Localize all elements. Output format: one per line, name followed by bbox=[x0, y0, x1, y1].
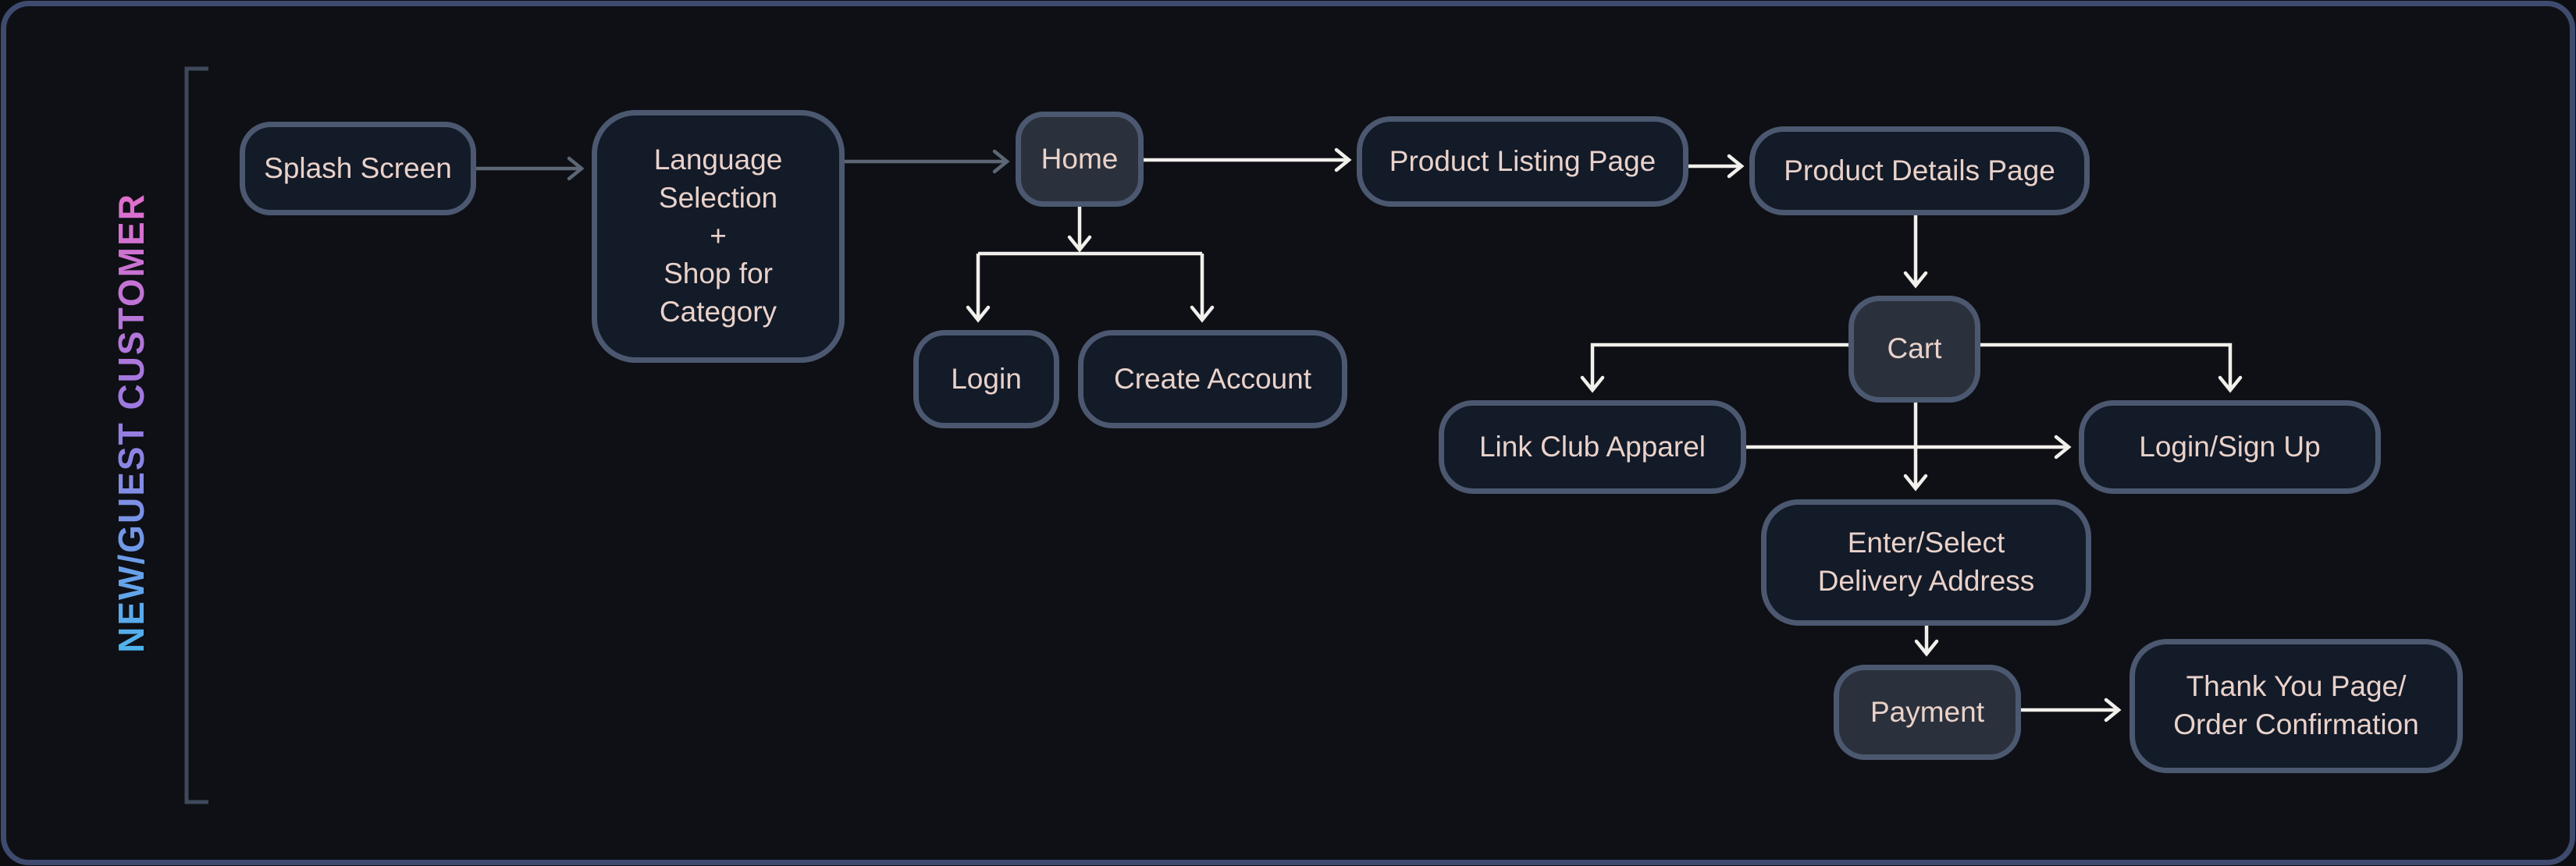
node-label: Language Selection + Shop for Category bbox=[653, 143, 783, 328]
edge-cart-to-login-sign-up bbox=[1980, 342, 2243, 393]
node-thank-you-page[interactable]: Thank You Page/ Order Confirmation bbox=[2129, 639, 2463, 773]
lane-bracket bbox=[184, 66, 208, 804]
node-label: Login bbox=[951, 362, 1022, 395]
node-product-details-page[interactable]: Product Details Page bbox=[1749, 126, 2090, 215]
edge-cart-to-link-club-apparel bbox=[1580, 342, 1848, 393]
node-label: Cart bbox=[1887, 332, 1942, 365]
node-label: Enter/Select Delivery Address bbox=[1817, 527, 2035, 597]
node-label: Link Club Apparel bbox=[1478, 430, 1706, 463]
node-login-sign-up[interactable]: Login/Sign Up bbox=[2079, 400, 2381, 494]
node-home[interactable]: Home bbox=[1016, 112, 1144, 207]
node-language-selection[interactable]: Language Selection + Shop for Category bbox=[592, 110, 845, 363]
node-product-listing-page[interactable]: Product Listing Page bbox=[1357, 116, 1688, 207]
node-link-club-apparel[interactable]: Link Club Apparel bbox=[1439, 400, 1746, 494]
node-cart[interactable]: Cart bbox=[1848, 296, 1980, 403]
node-label: Thank You Page/ Order Confirmation bbox=[2173, 670, 2419, 740]
node-label: Payment bbox=[1870, 695, 1984, 728]
node-label: Create Account bbox=[1114, 362, 1311, 395]
node-label: Login/Sign Up bbox=[2139, 430, 2321, 463]
node-delivery-address[interactable]: Enter/Select Delivery Address bbox=[1761, 499, 2091, 626]
node-create-account[interactable]: Create Account bbox=[1078, 330, 1347, 428]
node-login[interactable]: Login bbox=[913, 330, 1059, 428]
node-payment[interactable]: Payment bbox=[1834, 665, 2021, 760]
node-label: Home bbox=[1041, 142, 1119, 175]
node-label: Splash Screen bbox=[264, 151, 452, 184]
node-label: Product Details Page bbox=[1784, 154, 2055, 186]
node-label: Product Listing Page bbox=[1389, 144, 1656, 177]
node-splash-screen[interactable]: Splash Screen bbox=[240, 122, 476, 215]
